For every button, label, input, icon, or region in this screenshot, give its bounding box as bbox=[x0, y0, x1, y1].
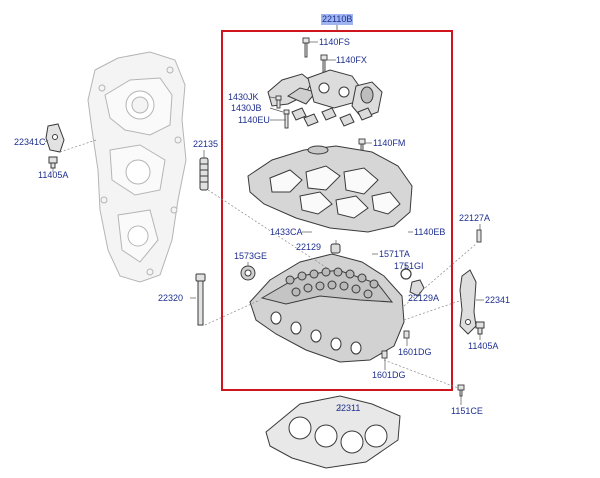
cam-carrier-frame bbox=[247, 145, 413, 233]
part-label-22127a[interactable]: 22127A bbox=[459, 213, 491, 223]
part-label-1571ta[interactable]: 1571TA bbox=[379, 249, 410, 259]
leader-lines bbox=[44, 41, 484, 410]
part-label-1433ca[interactable]: 1433CA bbox=[270, 227, 303, 237]
part-label-1140fm[interactable]: 1140FM bbox=[373, 138, 406, 148]
right-bracket-22341 bbox=[459, 269, 477, 335]
part-label-22135[interactable]: 22135 bbox=[193, 139, 219, 149]
part-label-22129[interactable]: 22129 bbox=[296, 242, 322, 252]
part-label-22311[interactable]: 22311 bbox=[336, 403, 361, 413]
part-label-1751gi[interactable]: 1751GI bbox=[394, 261, 424, 271]
plug-1573ge bbox=[240, 265, 256, 281]
part-label-1430jb[interactable]: 1430JB bbox=[231, 103, 262, 113]
bolt-1151ce bbox=[457, 384, 465, 397]
bolt-22127a bbox=[476, 229, 482, 243]
part-label-1140eb[interactable]: 1140EB bbox=[414, 227, 446, 237]
part-label-1573ge[interactable]: 1573GE bbox=[234, 251, 268, 261]
part-label-22320[interactable]: 22320 bbox=[158, 293, 184, 303]
part-label-1140fx[interactable]: 1140FX bbox=[336, 55, 367, 65]
part-label-22129a[interactable]: 22129A bbox=[408, 293, 440, 303]
head-gasket-22311 bbox=[265, 395, 401, 469]
part-label-1601dg-lower[interactable]: 1601DG bbox=[372, 370, 406, 380]
dowels-1601dg bbox=[381, 330, 410, 359]
oring-1751gi bbox=[400, 268, 412, 280]
part-label-1140fs[interactable]: 1140FS bbox=[319, 37, 350, 47]
timing-cover-ghost bbox=[87, 51, 187, 283]
assembly-part-number[interactable]: 22110B bbox=[321, 14, 354, 25]
cap-22129 bbox=[330, 243, 341, 254]
part-label-11405a-right[interactable]: 11405A bbox=[468, 341, 499, 351]
long-bolt-22320 bbox=[195, 273, 206, 326]
part-label-1601dg-upper[interactable]: 1601DG bbox=[398, 347, 432, 357]
part-label-1140eu[interactable]: 1140EU bbox=[238, 115, 270, 125]
cylinder-head bbox=[249, 253, 405, 363]
stud-22135 bbox=[199, 157, 209, 191]
left-bolt-11405a bbox=[48, 156, 58, 169]
part-label-1151ce[interactable]: 1151CE bbox=[451, 406, 483, 416]
left-bracket-22341c bbox=[45, 123, 65, 153]
part-label-11405a-left[interactable]: 11405A bbox=[38, 170, 69, 180]
part-label-22341c[interactable]: 22341C bbox=[14, 137, 46, 147]
right-bolt-11405a bbox=[475, 321, 485, 335]
part-label-22341[interactable]: 22341 bbox=[485, 295, 511, 305]
part-label-1430jk[interactable]: 1430JK bbox=[228, 92, 259, 102]
